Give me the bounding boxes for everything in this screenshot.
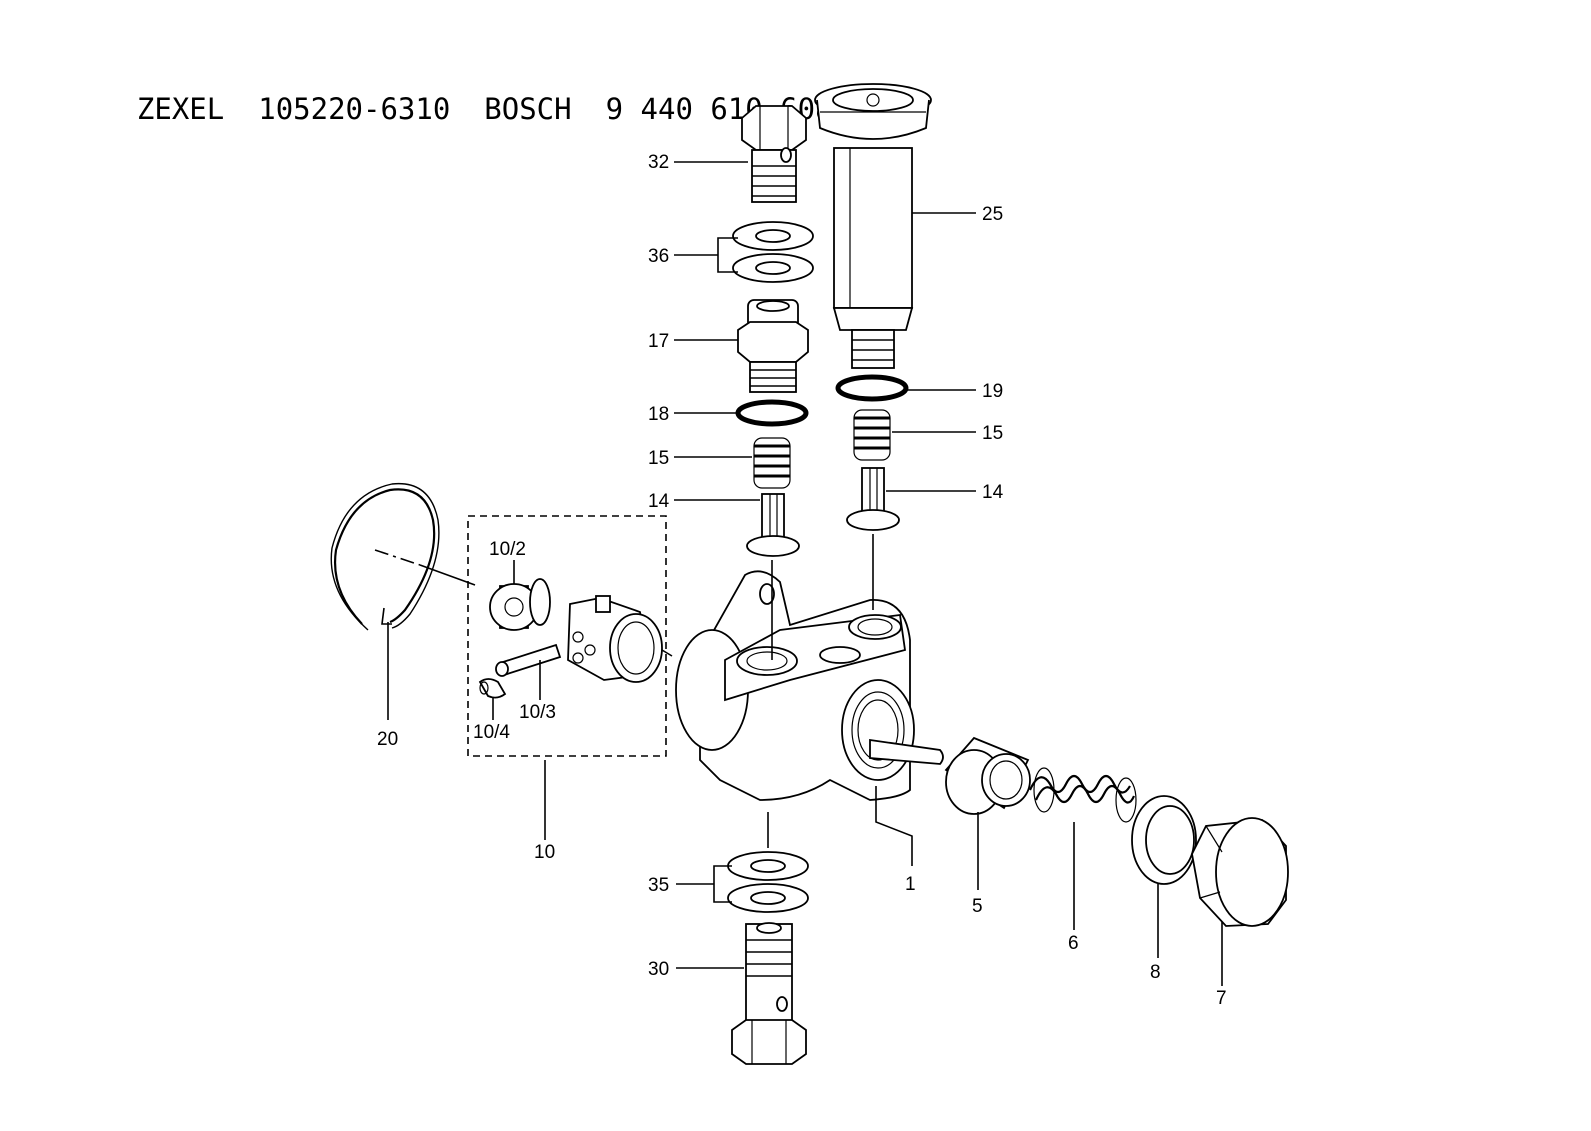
- part-10-4-ball[interactable]: [478, 678, 507, 699]
- label-10-3: 10/3: [519, 702, 556, 723]
- oem-name: BOSCH: [484, 92, 572, 126]
- label-19: 19: [982, 381, 1003, 402]
- label-6: 6: [1068, 933, 1079, 954]
- label-10-4: 10/4: [473, 722, 510, 743]
- label-7: 7: [1216, 988, 1227, 1009]
- part-32-banjo-bolt[interactable]: [741, 105, 807, 203]
- label-14-left: 14: [648, 491, 670, 512]
- label-30: 30: [648, 959, 669, 980]
- part-14-valve-right[interactable]: [846, 467, 900, 531]
- part-5-sleeve[interactable]: [944, 736, 1031, 815]
- label-36: 36: [648, 246, 669, 267]
- part-14-valve-left[interactable]: [746, 493, 800, 557]
- label-10-2: 10/2: [489, 539, 526, 560]
- label-32: 32: [648, 152, 669, 173]
- maker-name: ZEXEL: [136, 92, 225, 126]
- label-15-left: 15: [648, 448, 669, 469]
- part-6-spring[interactable]: [1028, 767, 1137, 823]
- part-18-o-ring[interactable]: [735, 399, 809, 427]
- label-18: 18: [648, 404, 669, 425]
- part-7-cap-nut[interactable]: [1191, 817, 1289, 927]
- label-15-right: 15: [982, 423, 1003, 444]
- part-15-spring-left[interactable]: [753, 437, 791, 489]
- part-19-o-ring[interactable]: [835, 374, 909, 402]
- part-10-2-roller[interactable]: [489, 578, 551, 631]
- label-25: 25: [982, 204, 1003, 225]
- label-17: 17: [648, 331, 669, 352]
- label-14-right: 14: [982, 482, 1004, 503]
- label-10: 10: [534, 842, 555, 863]
- part-15-spring-right[interactable]: [853, 409, 891, 461]
- part-25-hand-primer[interactable]: [814, 83, 932, 369]
- part-36-washers[interactable]: [732, 221, 814, 283]
- part-10-tappet[interactable]: [567, 595, 663, 683]
- part-30-banjo-bolt[interactable]: [731, 922, 807, 1065]
- label-5: 5: [972, 896, 983, 917]
- part-20-snap-ring[interactable]: [330, 482, 440, 631]
- part-17-adaptor[interactable]: [737, 299, 809, 393]
- label-8: 8: [1150, 962, 1161, 983]
- zexel-part-number: 105220-6310: [258, 92, 451, 126]
- part-1-pump-body[interactable]: [675, 570, 944, 801]
- label-1: 1: [905, 874, 916, 895]
- label-35: 35: [648, 875, 669, 896]
- part-10-3-pin[interactable]: [495, 643, 562, 677]
- part-35-washers[interactable]: [727, 851, 809, 913]
- part-8-washer[interactable]: [1131, 795, 1197, 885]
- part-10-assembly-box[interactable]: [467, 515, 667, 757]
- label-20: 20: [377, 729, 398, 750]
